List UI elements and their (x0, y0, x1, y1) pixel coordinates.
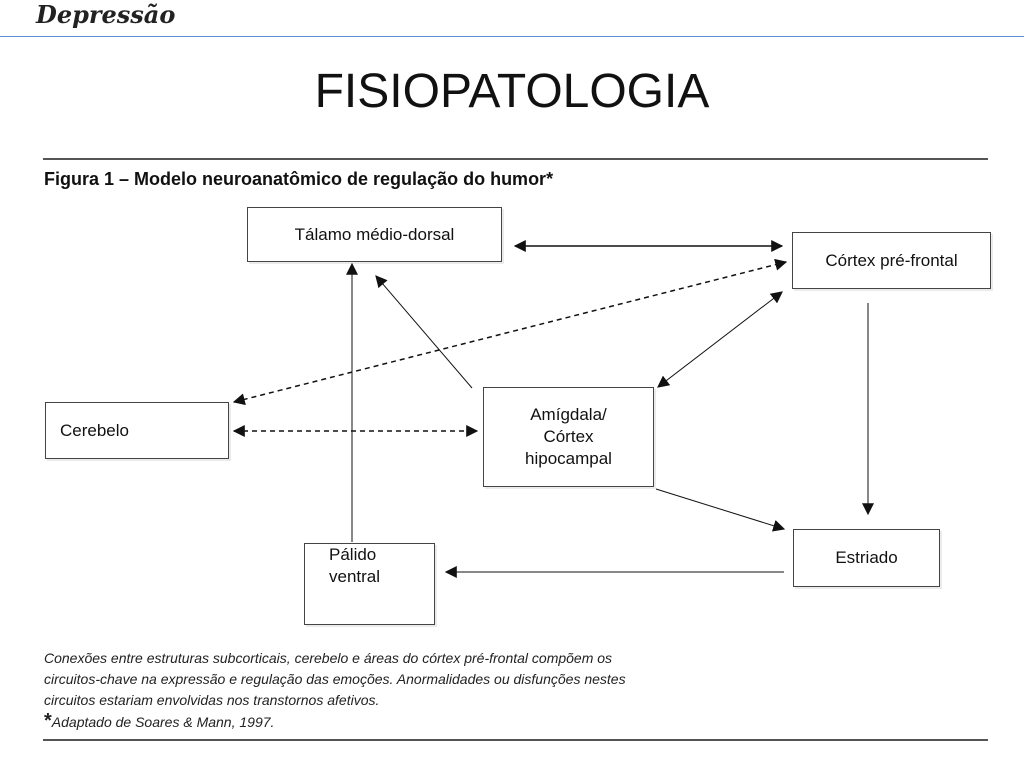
node-cortex-pre-frontal: Córtex pré-frontal (792, 232, 991, 289)
arrow-amigdala-cortex (657, 291, 783, 388)
node-palido-label-2: ventral (329, 567, 381, 586)
footnote-source-line: *Adaptado de Soares & Mann, 1997. (44, 711, 824, 733)
header-divider (0, 36, 1024, 37)
arrow-cerebelo-cortex (232, 258, 788, 406)
slide-title: FISIOPATOLOGIA (314, 65, 710, 118)
node-amigdala: Amígdala/ Córtex hipocampal (483, 387, 654, 487)
node-amigdala-label-3: hipocampal (525, 449, 612, 468)
footnote-asterisk: * (44, 710, 52, 732)
node-cortex-pre-frontal-label: Córtex pré-frontal (825, 250, 958, 270)
figure-caption: Figura 1 – Modelo neuroanatômico de regu… (44, 169, 554, 189)
arrow-amigdala-estriado (655, 488, 786, 532)
node-estriado: Estriado (793, 529, 940, 587)
node-amigdala-label-1: Amígdala/ (530, 405, 607, 424)
node-talamo-label: Tálamo médio-dorsal (294, 224, 455, 244)
node-cerebelo-label: Cerebelo (60, 420, 129, 440)
node-palido-label-1: Pálido (329, 545, 377, 564)
figure-bottom-rule (43, 739, 988, 741)
node-amigdala-label-2: Córtex (543, 427, 594, 446)
footnote-source: Adaptado de Soares & Mann, 1997. (51, 714, 275, 730)
arrow-amigdala-talamo (375, 275, 473, 389)
node-palido: Pálido ventral (304, 543, 435, 625)
footnote-line-1: Conexões entre estruturas subcorticais, … (44, 650, 613, 666)
node-estriado-label: Estriado (835, 548, 898, 567)
footnote-line-3: circuitos estariam envolvidas nos transt… (44, 692, 380, 708)
node-cerebelo: Cerebelo (45, 402, 229, 459)
node-talamo: Tálamo médio-dorsal (247, 207, 502, 262)
figure-top-rule (43, 158, 988, 160)
footnote-line-2: circuitos-chave na expressão e regulação… (44, 671, 626, 687)
figure-footnote: Conexões entre estruturas subcorticais, … (44, 648, 824, 733)
header-title: Depressão (36, 0, 176, 29)
